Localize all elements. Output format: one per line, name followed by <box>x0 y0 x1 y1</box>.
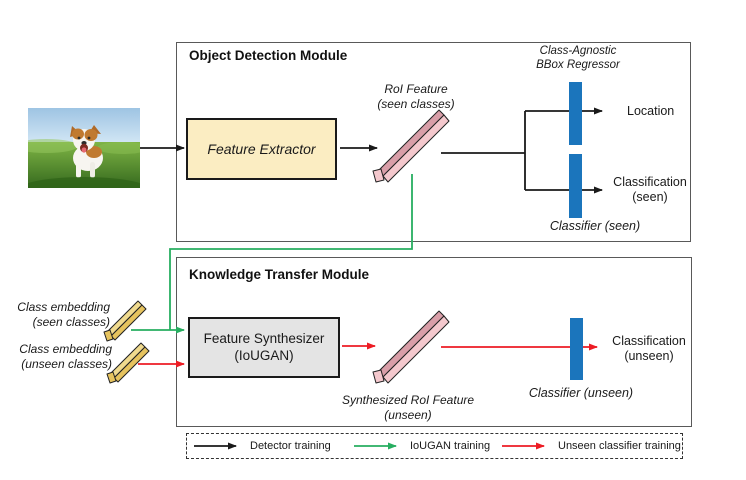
classifier-seen-label: Classifier (seen) <box>549 219 641 233</box>
legend-item-iougan: IoUGAN training <box>353 434 490 458</box>
classifier-unseen-bar <box>570 318 583 380</box>
synthesized-roi-feature-bar <box>372 310 450 384</box>
classification-unseen-label: Classification (unseen) <box>612 334 686 364</box>
feature-synthesizer-label-line2: (IoUGAN) <box>234 347 294 363</box>
feature-synthesizer-label-line1: Feature Synthesizer <box>203 330 325 346</box>
class-embedding-seen-label: Class embedding (seen classes) <box>17 300 110 329</box>
roi-feature-label: RoI Feature (seen classes) <box>377 82 455 111</box>
feature-extractor-box: Feature Extractor <box>186 118 337 180</box>
legend-unseen-classifier-label: Unseen classifier training <box>558 440 681 452</box>
unseen-classifier-training-arrow-icon <box>502 442 545 450</box>
bbox-regressor-bar <box>569 82 582 145</box>
legend-detector-label: Detector training <box>250 440 331 452</box>
synthesized-roi-feature-label: Synthesized RoI Feature (unseen) <box>341 393 475 422</box>
legend-box: Detector training IoUGAN training Unseen… <box>186 433 683 459</box>
feature-extractor-label: Feature Extractor <box>207 141 316 157</box>
class-embedding-unseen-label: Class embedding (unseen classes) <box>19 342 112 371</box>
classifier-unseen-label: Classifier (unseen) <box>528 386 634 400</box>
classification-seen-label: Classification (seen) <box>613 175 687 205</box>
location-label: Location <box>627 104 675 118</box>
class-embedding-unseen-bar <box>106 342 150 384</box>
roi-feature-bar <box>372 109 450 183</box>
knowledge-transfer-module-box <box>176 257 692 427</box>
legend-item-unseen-classifier: Unseen classifier training <box>501 434 681 458</box>
input-dog-photo <box>28 108 140 188</box>
legend-item-detector: Detector training <box>193 434 331 458</box>
object-detection-module-title: Object Detection Module <box>189 48 348 63</box>
iougan-training-arrows <box>131 174 413 334</box>
class-embedding-seen-bar <box>103 300 147 342</box>
feature-synthesizer-box: Feature Synthesizer (IoUGAN) <box>188 317 340 378</box>
legend-iougan-label: IoUGAN training <box>410 440 491 452</box>
detector-training-arrows <box>140 107 603 194</box>
dog-figure <box>70 125 103 178</box>
unseen-classifier-training-arrows <box>138 342 598 368</box>
object-detection-module-box <box>176 42 691 242</box>
detector-training-arrow-icon <box>194 442 237 450</box>
knowledge-transfer-module-title: Knowledge Transfer Module <box>189 267 370 282</box>
iougan-training-arrow-icon <box>354 442 397 450</box>
classifier-seen-bar <box>569 154 582 218</box>
bbox-regressor-label: Class-Agnostic BBox Regressor <box>536 45 620 72</box>
